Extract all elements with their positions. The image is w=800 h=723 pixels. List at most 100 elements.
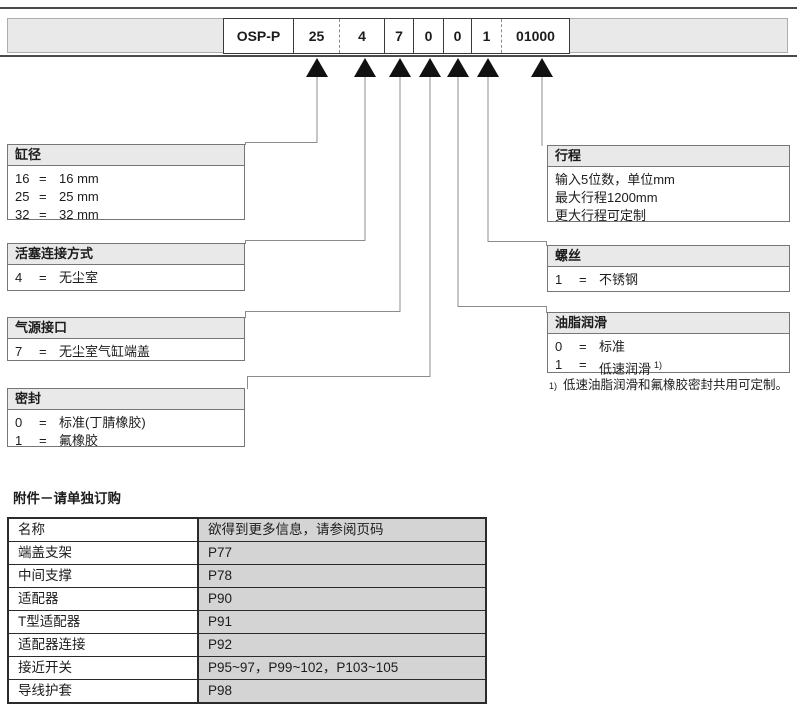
option-box-title: 缸径 bbox=[8, 145, 244, 166]
code-segment-label: 01000 bbox=[516, 28, 555, 44]
option-box-body: 1=不锈钢 bbox=[548, 267, 789, 291]
option-line: 25 = 25 mm bbox=[15, 188, 237, 206]
option-box-title: 气源接口 bbox=[8, 318, 244, 339]
equals-sign: = bbox=[579, 272, 587, 287]
option-code: 4 bbox=[15, 270, 23, 285]
equals-sign: = bbox=[579, 339, 587, 354]
option-code: 16 bbox=[15, 171, 30, 186]
accessory-name: 适配器连接 bbox=[9, 634, 199, 656]
triangle-stroke bbox=[531, 58, 553, 77]
option-desc: 32 mm bbox=[59, 207, 99, 222]
option-code: 1 bbox=[15, 433, 23, 448]
top-rule bbox=[0, 7, 797, 9]
option-box-title: 螺丝 bbox=[548, 246, 789, 267]
accessory-name: 适配器 bbox=[9, 588, 199, 610]
option-desc: 25 mm bbox=[59, 189, 99, 204]
option-line: 0=标准 bbox=[555, 338, 782, 356]
table-row: 端盖支架 P77 bbox=[9, 541, 485, 564]
accessory-name: T型适配器 bbox=[9, 611, 199, 633]
code-segment-label: 25 bbox=[308, 28, 325, 44]
code-segment-airport: 7 bbox=[384, 19, 413, 53]
option-code: 7 bbox=[15, 344, 23, 359]
option-desc: 氟橡胶 bbox=[59, 433, 99, 448]
option-desc: 16 mm bbox=[59, 171, 99, 186]
footnote-text: 低速油脂润滑和氟橡胶密封共用可定制。 bbox=[563, 378, 789, 392]
option-line: 更大行程可定制 bbox=[555, 207, 782, 225]
option-line: 4 = 无尘室 bbox=[15, 269, 237, 287]
accessory-pages: P95~97，P99~102，P103~105 bbox=[199, 657, 485, 679]
code-segment-label: 0 bbox=[453, 28, 462, 44]
triangle-markers bbox=[306, 58, 553, 77]
code-segment-label: 7 bbox=[395, 28, 403, 44]
option-box-body: 16=16 mm 25=25 mm 32=32 mm bbox=[8, 166, 244, 226]
equals-sign: = bbox=[39, 344, 47, 359]
connector-line-piston bbox=[245, 77, 366, 244]
equals-sign: = bbox=[39, 207, 47, 222]
option-box-body: 0 = 标准(丁腈橡胶) 1 = 氟橡胶 bbox=[8, 410, 244, 452]
option-line: 0 = 标准(丁腈橡胶) bbox=[15, 414, 237, 432]
equals-sign: = bbox=[39, 171, 47, 186]
option-desc: 不锈钢 bbox=[599, 272, 639, 287]
option-desc: 无尘室气缸端盖 bbox=[59, 344, 151, 359]
option-box-bore: 缸径 16=16 mm 25=25 mm 32=32 mm bbox=[7, 144, 245, 222]
option-desc: 无尘室 bbox=[59, 270, 99, 285]
option-box-body: 4 = 无尘室 bbox=[8, 265, 244, 289]
option-line: 输入5位数，单位mm bbox=[555, 171, 782, 189]
equals-sign: = bbox=[39, 415, 47, 430]
accessory-name: 接近开关 bbox=[9, 657, 199, 679]
column-header-pages: 欲得到更多信息，请参阅页码 bbox=[199, 519, 485, 541]
option-desc: 标准(丁腈橡胶) bbox=[59, 415, 146, 430]
triangle-airport bbox=[389, 58, 411, 77]
option-line: 1=不锈钢 bbox=[555, 271, 782, 289]
triangle-piston bbox=[354, 58, 376, 77]
code-segment-label: OSP-P bbox=[236, 28, 281, 44]
option-desc: 标准 bbox=[599, 339, 626, 354]
table-row: 适配器连接 P92 bbox=[9, 633, 485, 656]
accessories-title: 附件－请单独订购 bbox=[13, 491, 121, 506]
connector-line-bore bbox=[245, 77, 318, 145]
option-box-title: 活塞连接方式 bbox=[8, 244, 244, 265]
option-box-title: 行程 bbox=[548, 146, 789, 167]
option-box-air-port: 气源接口 7 = 无尘室气缸端盖 bbox=[7, 317, 245, 361]
table-row: 导线护套 P98 bbox=[9, 679, 485, 702]
accessory-pages: P77 bbox=[199, 542, 485, 564]
table-row: 适配器 P90 bbox=[9, 587, 485, 610]
triangle-seal bbox=[419, 58, 441, 77]
code-segment-lubrication: 0 bbox=[443, 19, 471, 53]
footnote-marker: 1) bbox=[549, 381, 558, 391]
accessory-pages: P91 bbox=[199, 611, 485, 633]
table-row: 中间支撑 P78 bbox=[9, 564, 485, 587]
option-box-body: 输入5位数，单位mm 最大行程1200mm 更大行程可定制 bbox=[548, 167, 789, 227]
connector-line-airport bbox=[245, 77, 401, 318]
code-segment-stroke: 01000 bbox=[501, 19, 569, 53]
accessory-name: 中间支撑 bbox=[9, 565, 199, 587]
option-desc: 最大行程1200mm bbox=[555, 190, 658, 205]
equals-sign: = bbox=[39, 270, 47, 285]
option-desc: 更大行程可定制 bbox=[555, 208, 647, 223]
equals-sign: = bbox=[39, 433, 47, 448]
option-box-title: 油脂润滑 bbox=[548, 313, 789, 334]
connector-line-lubrication bbox=[457, 77, 547, 313]
accessory-name: 导线护套 bbox=[9, 680, 199, 702]
option-box-title: 密封 bbox=[8, 389, 244, 410]
option-line: 16 = 16 mm bbox=[15, 170, 237, 188]
option-box-body: 7 = 无尘室气缸端盖 bbox=[8, 339, 244, 363]
code-segment-label: 0 bbox=[424, 28, 433, 44]
accessories-table: 名称 欲得到更多信息，请参阅页码 端盖支架 P77 中间支撑 P78 适配器 P… bbox=[7, 517, 487, 704]
option-code: 0 bbox=[15, 415, 23, 430]
triangle-lubrication bbox=[447, 58, 469, 77]
accessory-pages: P78 bbox=[199, 565, 485, 587]
table-row: 接近开关 P95~97，P99~102，P103~105 bbox=[9, 656, 485, 679]
equals-sign: = bbox=[39, 189, 47, 204]
accessory-name: 端盖支架 bbox=[9, 542, 199, 564]
triangle-screws bbox=[477, 58, 499, 77]
accessory-pages: P92 bbox=[199, 634, 485, 656]
option-code: 1 bbox=[555, 357, 563, 372]
option-code: 25 bbox=[15, 189, 30, 204]
table-row: T型适配器 P91 bbox=[9, 610, 485, 633]
